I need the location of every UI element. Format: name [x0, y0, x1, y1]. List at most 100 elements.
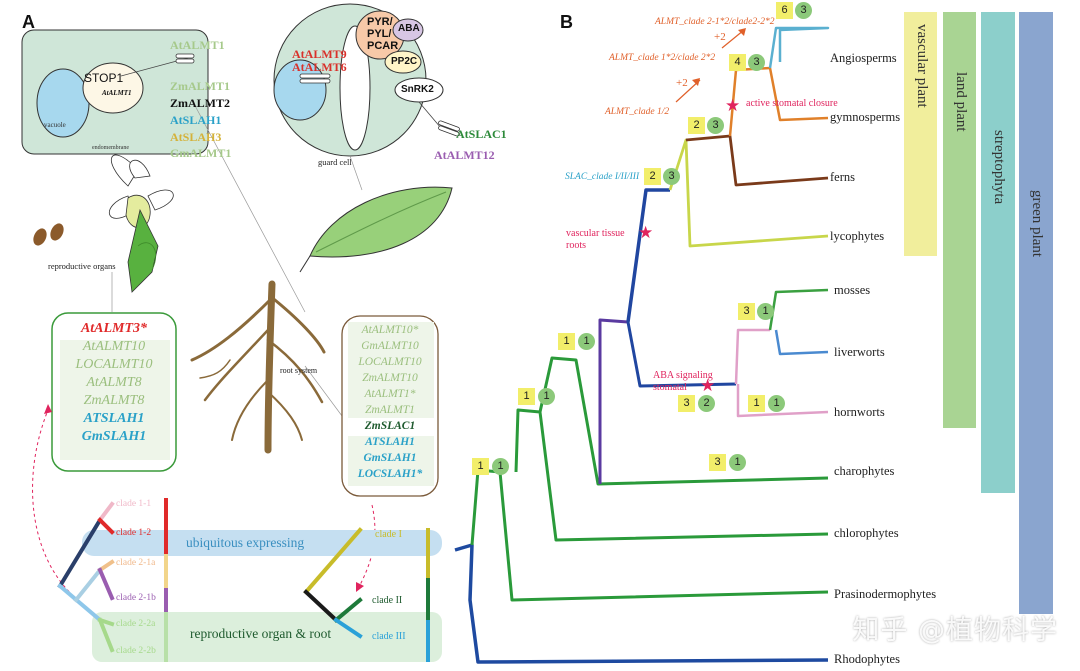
- repro-root-band: [92, 612, 442, 662]
- repro-gene-list: AtALMT3* AtALMT10 LOCALMT10 AtALMT8 ZmAL…: [52, 320, 176, 446]
- clade-1-1-label: clade 1-1: [116, 499, 152, 509]
- snrk2-label: SnRK2: [401, 84, 434, 95]
- annotation-almt-dup2: ALMT_clade 2-1*2/clade2-2*2: [655, 17, 775, 27]
- seed-1: [33, 228, 47, 246]
- guard-gene-left: AtALMT9: [292, 47, 347, 61]
- endomembrane-label: endomembrane: [92, 145, 129, 151]
- taxon-charophytes: charophytes: [834, 464, 895, 478]
- badge-count: 1: [538, 388, 555, 405]
- leaf-shape: [299, 186, 453, 273]
- badge-count: 1: [518, 388, 535, 405]
- root-gene: ZmALMT10: [362, 372, 418, 384]
- bar-label: vascular plant: [913, 24, 930, 108]
- clade-2-2b-label: clade 2-2b: [116, 646, 156, 656]
- repro-gene: ZmALMT8: [83, 393, 145, 408]
- root-gene: AtALMT1*: [364, 388, 416, 400]
- watermark: 知乎 @植物科学: [852, 615, 1058, 646]
- bar-green-plant: green plant: [1019, 12, 1053, 614]
- stomatal-pore: [339, 25, 371, 151]
- cell-gene-list: AtALMT1 ZmALMT1 ZmALMT2 AtSLAH1 AtSLAH3 …: [170, 38, 231, 160]
- branch-bryo: [734, 328, 770, 385]
- branch-vascular: [626, 188, 670, 323]
- bar-label: land plant: [952, 72, 969, 132]
- repro-gene: AtALMT3*: [80, 321, 148, 336]
- event-aba: ABA signaling stomatal: [653, 370, 713, 393]
- pp2c-ellipse: [384, 50, 422, 74]
- guard-gene-right: AtSLAC1: [456, 127, 507, 141]
- star-icon: ★: [700, 376, 716, 395]
- taxon-hornworts: hornworts: [834, 405, 885, 419]
- cell-gene: AtALMT1: [170, 38, 225, 52]
- root-gene: ZmSLAC1: [364, 420, 416, 432]
- badge-count: 3: [709, 454, 726, 471]
- branch-liverworts: [774, 329, 829, 356]
- badge-count: 2: [644, 168, 661, 185]
- branch-euphyll: [685, 134, 829, 187]
- repro-gene: AtALMT8: [86, 375, 142, 390]
- badge-count: 1: [729, 454, 746, 471]
- dotted-arrow-left: [32, 409, 79, 601]
- root-shape: [190, 280, 326, 454]
- badge-count: 2: [688, 117, 705, 134]
- guard-channel-left: [299, 73, 331, 84]
- seed-2: [50, 223, 64, 241]
- annotation-almt-dup: ALMT_clade 1*2/clade 2*2: [609, 53, 716, 63]
- vacuole-label: vacuole: [44, 121, 66, 129]
- root-system-label: root system: [280, 366, 318, 375]
- branch-angio: [768, 26, 830, 69]
- branch-land: [626, 321, 737, 388]
- clade-i-label: clade I: [375, 529, 402, 540]
- flower-shape: [109, 154, 174, 293]
- bar-label: green plant: [1029, 190, 1045, 258]
- root-gene: ZmALMT1: [365, 404, 415, 416]
- clade-2-1b-label: clade 2-1b: [116, 593, 156, 603]
- taxon-mosses: mosses: [834, 283, 871, 297]
- repro-gene: AtALMT10: [82, 339, 146, 354]
- cell-gene: AtSLAH3: [170, 130, 222, 144]
- badge-count: 1: [472, 458, 489, 475]
- badge-count: 1: [757, 303, 774, 320]
- taxon-liverworts: liverworts: [834, 345, 885, 359]
- event-vascular: vascular tissue roots: [566, 228, 625, 251]
- annotation-almt-clade-1-2: ALMT_clade 1/2: [605, 107, 670, 117]
- taxon-ferns: ferns: [830, 170, 855, 184]
- taxon-angiosperms: Angiosperms: [830, 51, 897, 65]
- event-active-closure: active stomatal closure: [746, 98, 838, 109]
- cell-gene: GmALMT1: [170, 146, 232, 160]
- badge-count: 1: [768, 395, 785, 412]
- guard-channel-right: [438, 120, 460, 137]
- guard-cell-label: guard cell: [318, 157, 352, 167]
- clade-ii-label: clade II: [372, 595, 403, 606]
- badge-count: 2: [698, 395, 715, 412]
- bar-streptophyta: streptophyta: [981, 12, 1015, 493]
- repro-gene: GmSLAH1: [81, 429, 147, 444]
- branch-lyco: [668, 138, 829, 248]
- badge-count: 3: [738, 303, 755, 320]
- star-icon: ★: [725, 96, 741, 115]
- branch-hornworts: [736, 384, 829, 418]
- clade-2-1a-label: clade 2-1a: [116, 558, 156, 568]
- plus2-b: +2: [714, 31, 726, 43]
- cell-gene: ZmALMT1: [170, 79, 230, 93]
- root-gene: LOCSLAH1*: [357, 468, 423, 480]
- taxon-lycophytes: lycophytes: [830, 229, 885, 243]
- panel-label-b: B: [560, 12, 573, 32]
- badge-count: 3: [707, 117, 724, 134]
- slac-tree: [303, 527, 430, 662]
- pp2c-label: PP2C: [391, 56, 418, 67]
- branch-mosses: [768, 288, 829, 331]
- repro-gene: LOCALMT10: [75, 357, 153, 372]
- root-gene: GmSLAH1: [363, 452, 417, 464]
- branch-rhodophytes: [454, 543, 829, 664]
- badge-count: 3: [663, 168, 680, 185]
- root-gene: ATSLAH1: [365, 436, 415, 448]
- badge-count: 3: [678, 395, 695, 412]
- arrow-plus2-b: [721, 29, 745, 49]
- ubiquitous-label: ubiquitous expressing: [186, 535, 305, 550]
- badge-count: 1: [558, 333, 575, 350]
- badge-count: 3: [795, 2, 812, 19]
- cell-gene: ZmALMT2: [170, 96, 230, 110]
- badge-count: 1: [748, 395, 765, 412]
- taxon-gymnosperms: gymnosperms: [830, 110, 901, 124]
